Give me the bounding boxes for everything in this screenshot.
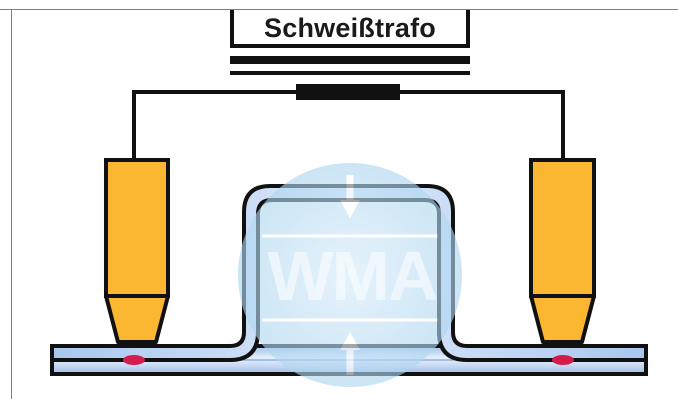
upper-sheet — [50, 184, 648, 362]
watermark-logo — [238, 163, 462, 387]
transformer-core-bar — [230, 56, 470, 64]
right-wire — [400, 90, 565, 160]
watermark-text: WMA — [267, 237, 439, 315]
transformer-label: Schweißtrafo — [264, 12, 436, 43]
electrode-icon — [104, 158, 170, 344]
weld-nugget-icon — [552, 355, 574, 365]
weld-nugget-icon — [123, 355, 145, 365]
transformer-core-line — [230, 71, 470, 75]
transformer-box — [230, 10, 470, 48]
electrode-icon — [529, 158, 596, 344]
left-wire — [132, 90, 298, 160]
resistor-block — [296, 84, 400, 100]
